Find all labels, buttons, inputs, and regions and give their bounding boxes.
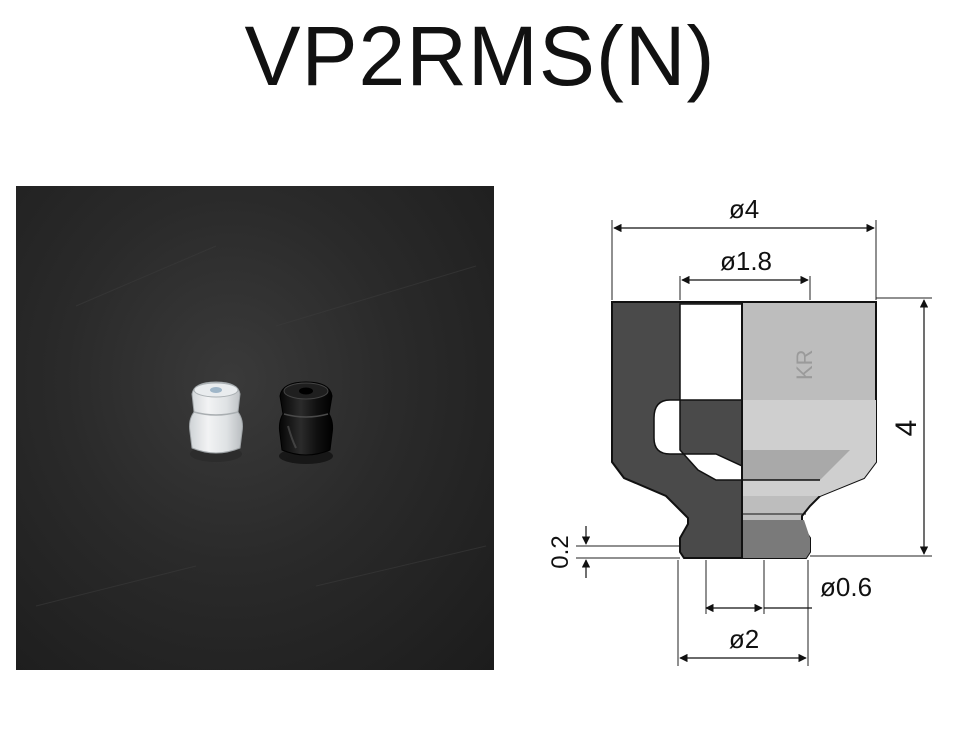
dim-height: 4 (890, 420, 923, 437)
dimension-drawing: KR ø4 ø1.8 4 0.2 ø0.6 ø2 (520, 180, 940, 685)
product-title: VP2RMS(N) (244, 9, 716, 103)
dim-hole-diameter: ø0.6 (820, 572, 872, 602)
black-suction-pad (278, 381, 334, 464)
dim-lip-thickness: 0.2 (547, 535, 574, 568)
dim-outer-diameter: ø4 (729, 194, 759, 224)
svg-text:KR: KR (792, 349, 817, 380)
pad-cross-section: KR (611, 301, 877, 559)
product-photo (16, 186, 494, 670)
clear-suction-pad (189, 381, 243, 462)
dim-inner-diameter: ø1.8 (720, 246, 772, 276)
dim-tip-diameter: ø2 (729, 624, 759, 654)
